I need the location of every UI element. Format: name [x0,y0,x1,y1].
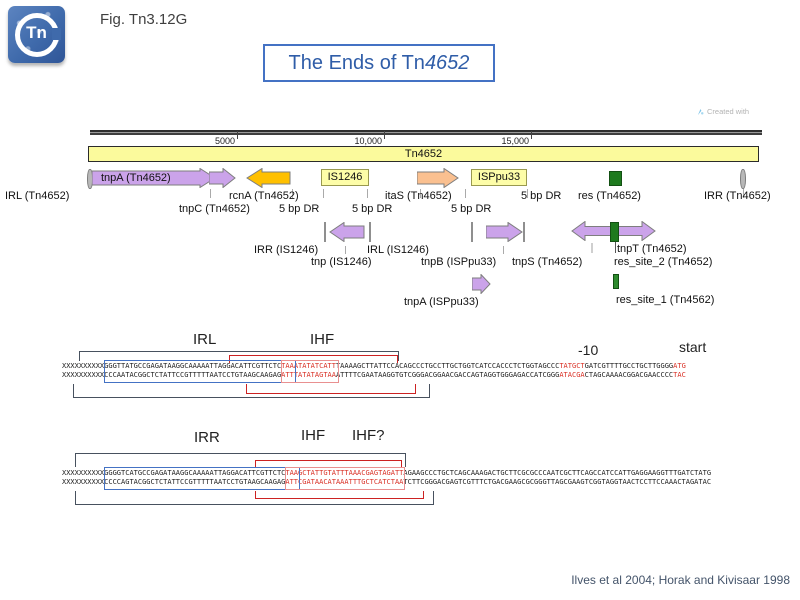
title-text: The Ends of Tn [288,51,425,74]
connector-tick [615,242,616,253]
irl-over-bracket [79,351,399,361]
ruler-label-10000: 10,000 [354,136,382,146]
rcna-arrow [246,168,291,188]
itas-arrow [417,168,459,188]
dr-label: 5 bp DR [451,203,492,215]
tnpb-label: tnpB (ISPpu33) [421,256,497,268]
tnpa-isppu33-label: tnpA (ISPpu33) [404,296,479,308]
irr-top-strand: XXXXXXXXXXGGGGTCATGCCGAGATAAGGCAAAAATTAG… [62,469,712,477]
connector-tick [210,189,211,198]
minus10-label: -10 [578,342,599,358]
citation: Ilves et al 2004; Horak and Kivisaar 199… [571,573,790,587]
ruler-tick [237,131,238,139]
ruler-label-15000: 15,000 [501,136,529,146]
irl-is1246-label: IRL (IS1246) [367,244,429,256]
connector-tick [527,189,528,198]
tnpc-arrow [209,168,236,188]
tnpc-label: tnpC (Tn4652) [179,203,250,215]
irr-is1246-label: IRR (IS1246) [254,244,319,256]
boundary-bar [369,222,371,242]
res-site-2-label: res_site_2 (Tn4652) [614,256,713,268]
boundary-bar [471,222,473,242]
start-label: start [679,339,707,355]
res-label: res (Tn4652) [578,190,641,202]
res-site-green-box [609,171,622,186]
connector-tick [345,246,346,254]
irl-repeat-box [104,360,296,383]
connector-tick [591,243,593,253]
connector-tick [323,189,324,198]
tnp-is1246-arrow [329,222,365,242]
ihf-over-bracket [229,355,398,363]
res-site-2-green-bar [610,222,619,242]
created-with-icon [697,108,704,115]
ihf-sequence-label: IHF [310,331,335,348]
irl-top-strand: XXXXXXXXXXGGGTTATGCCGAGATAAGGCAAAAATTAGG… [62,362,686,370]
tnp-is1246-label: tnp (IS1246) [311,256,372,268]
irr-bottom-strand: XXXXXXXXXXCCCCAGTACGGCTCTATTCCGTTTTTAATC… [62,478,712,486]
figure-label: Fig. Tn3.12G [100,11,188,28]
boundary-bar [324,222,326,242]
irl-tn4652-label: IRL (Tn4652) [5,190,70,202]
irr-over-bracket [75,453,406,467]
genome-ruler [90,130,762,135]
irr-sequence-label: IRR [194,429,220,446]
res-site-1-green-bar [613,274,619,289]
connector-tick [743,189,744,198]
connector-tick [503,246,504,254]
tnpa-tn4652-label: tnpA (Tn4652) [101,172,171,184]
connector-tick [420,189,421,198]
dr-label: 5 bp DR [521,190,562,202]
tnpb-arrow [486,222,523,242]
irl-bottom-strand: XXXXXXXXXXCCCAATACGGCTCTATTCCGTTTTTAATCC… [62,371,686,379]
dr-label: 5 bp DR [279,203,320,215]
irl-under-bracket [73,384,430,398]
irr-under-bracket [75,491,434,505]
tnpt-label: tnpT (Tn4652) [617,243,687,255]
tncentral-logo: Tn [8,6,65,63]
tnps-label: tnpS (Tn4652) [512,256,583,268]
ihf-under-bracket [255,491,424,499]
isppu33-feature-box: ISPpu33 [471,169,527,186]
ruler-tick [384,131,385,139]
ruler-tick [531,131,532,139]
ihf-question-label: IHF? [352,427,385,444]
res-site-1-label: res_site_1 (Tn4562) [616,294,715,306]
ihf-site-box [285,467,405,490]
tnpa-tn4652-arrow [92,168,216,188]
ihf-site-box [281,360,339,383]
ihf-sequence-label: IHF [301,427,326,444]
created-with-note: Created with [697,107,749,116]
dr-label: 5 bp DR [352,203,393,215]
tnpa-isppu33-arrow [472,274,491,294]
is1246-feature-box: IS1246 [321,169,369,186]
rcna-label: rcnA (Tn4652) [229,190,299,202]
irr-terminal-repeat-marker [740,169,746,189]
logo-text: Tn [26,23,47,42]
tn4652-span-bar: Tn4652 [88,146,759,162]
title-italic: 4652 [424,51,470,74]
connector-tick [367,189,368,198]
ihf-over-bracket [255,460,402,468]
ruler-label-5000: 5000 [214,136,235,146]
boundary-bar [523,222,525,242]
ihf-under-bracket [246,384,416,394]
itas-label: itaS (Tn4652) [385,190,452,202]
connector-tick [465,189,466,198]
irr-tn4652-label: IRR (Tn4652) [704,190,771,202]
connector-tick [292,189,293,198]
irr-repeat-box [104,467,300,490]
irl-sequence-label: IRL [193,331,217,348]
